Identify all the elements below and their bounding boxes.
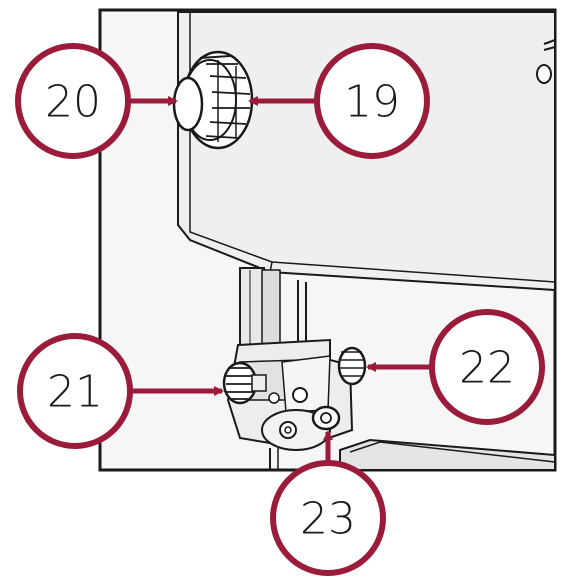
callout-22-label: 22 <box>459 343 515 394</box>
callout-19-label: 19 <box>344 77 400 128</box>
callout-21-label: 21 <box>47 367 103 418</box>
saw-table <box>269 438 556 471</box>
callout-22: 22 <box>366 309 545 425</box>
callout-23: 23 <box>270 430 386 576</box>
callout-23-label: 23 <box>300 494 356 545</box>
callout-layer: 20 19 21 22 23 <box>15 43 545 576</box>
callout-20-label: 20 <box>45 77 101 128</box>
guide-post <box>239 267 307 361</box>
callout-21: 21 <box>17 333 224 449</box>
bearing-bolt-icon <box>311 405 341 431</box>
guide-adjust-knob-icon <box>337 346 367 386</box>
tension-knob-cap-icon <box>172 76 204 132</box>
callout-19: 19 <box>248 43 430 159</box>
callout-20: 20 <box>15 43 178 159</box>
guide-lock-knob-icon <box>222 361 267 405</box>
